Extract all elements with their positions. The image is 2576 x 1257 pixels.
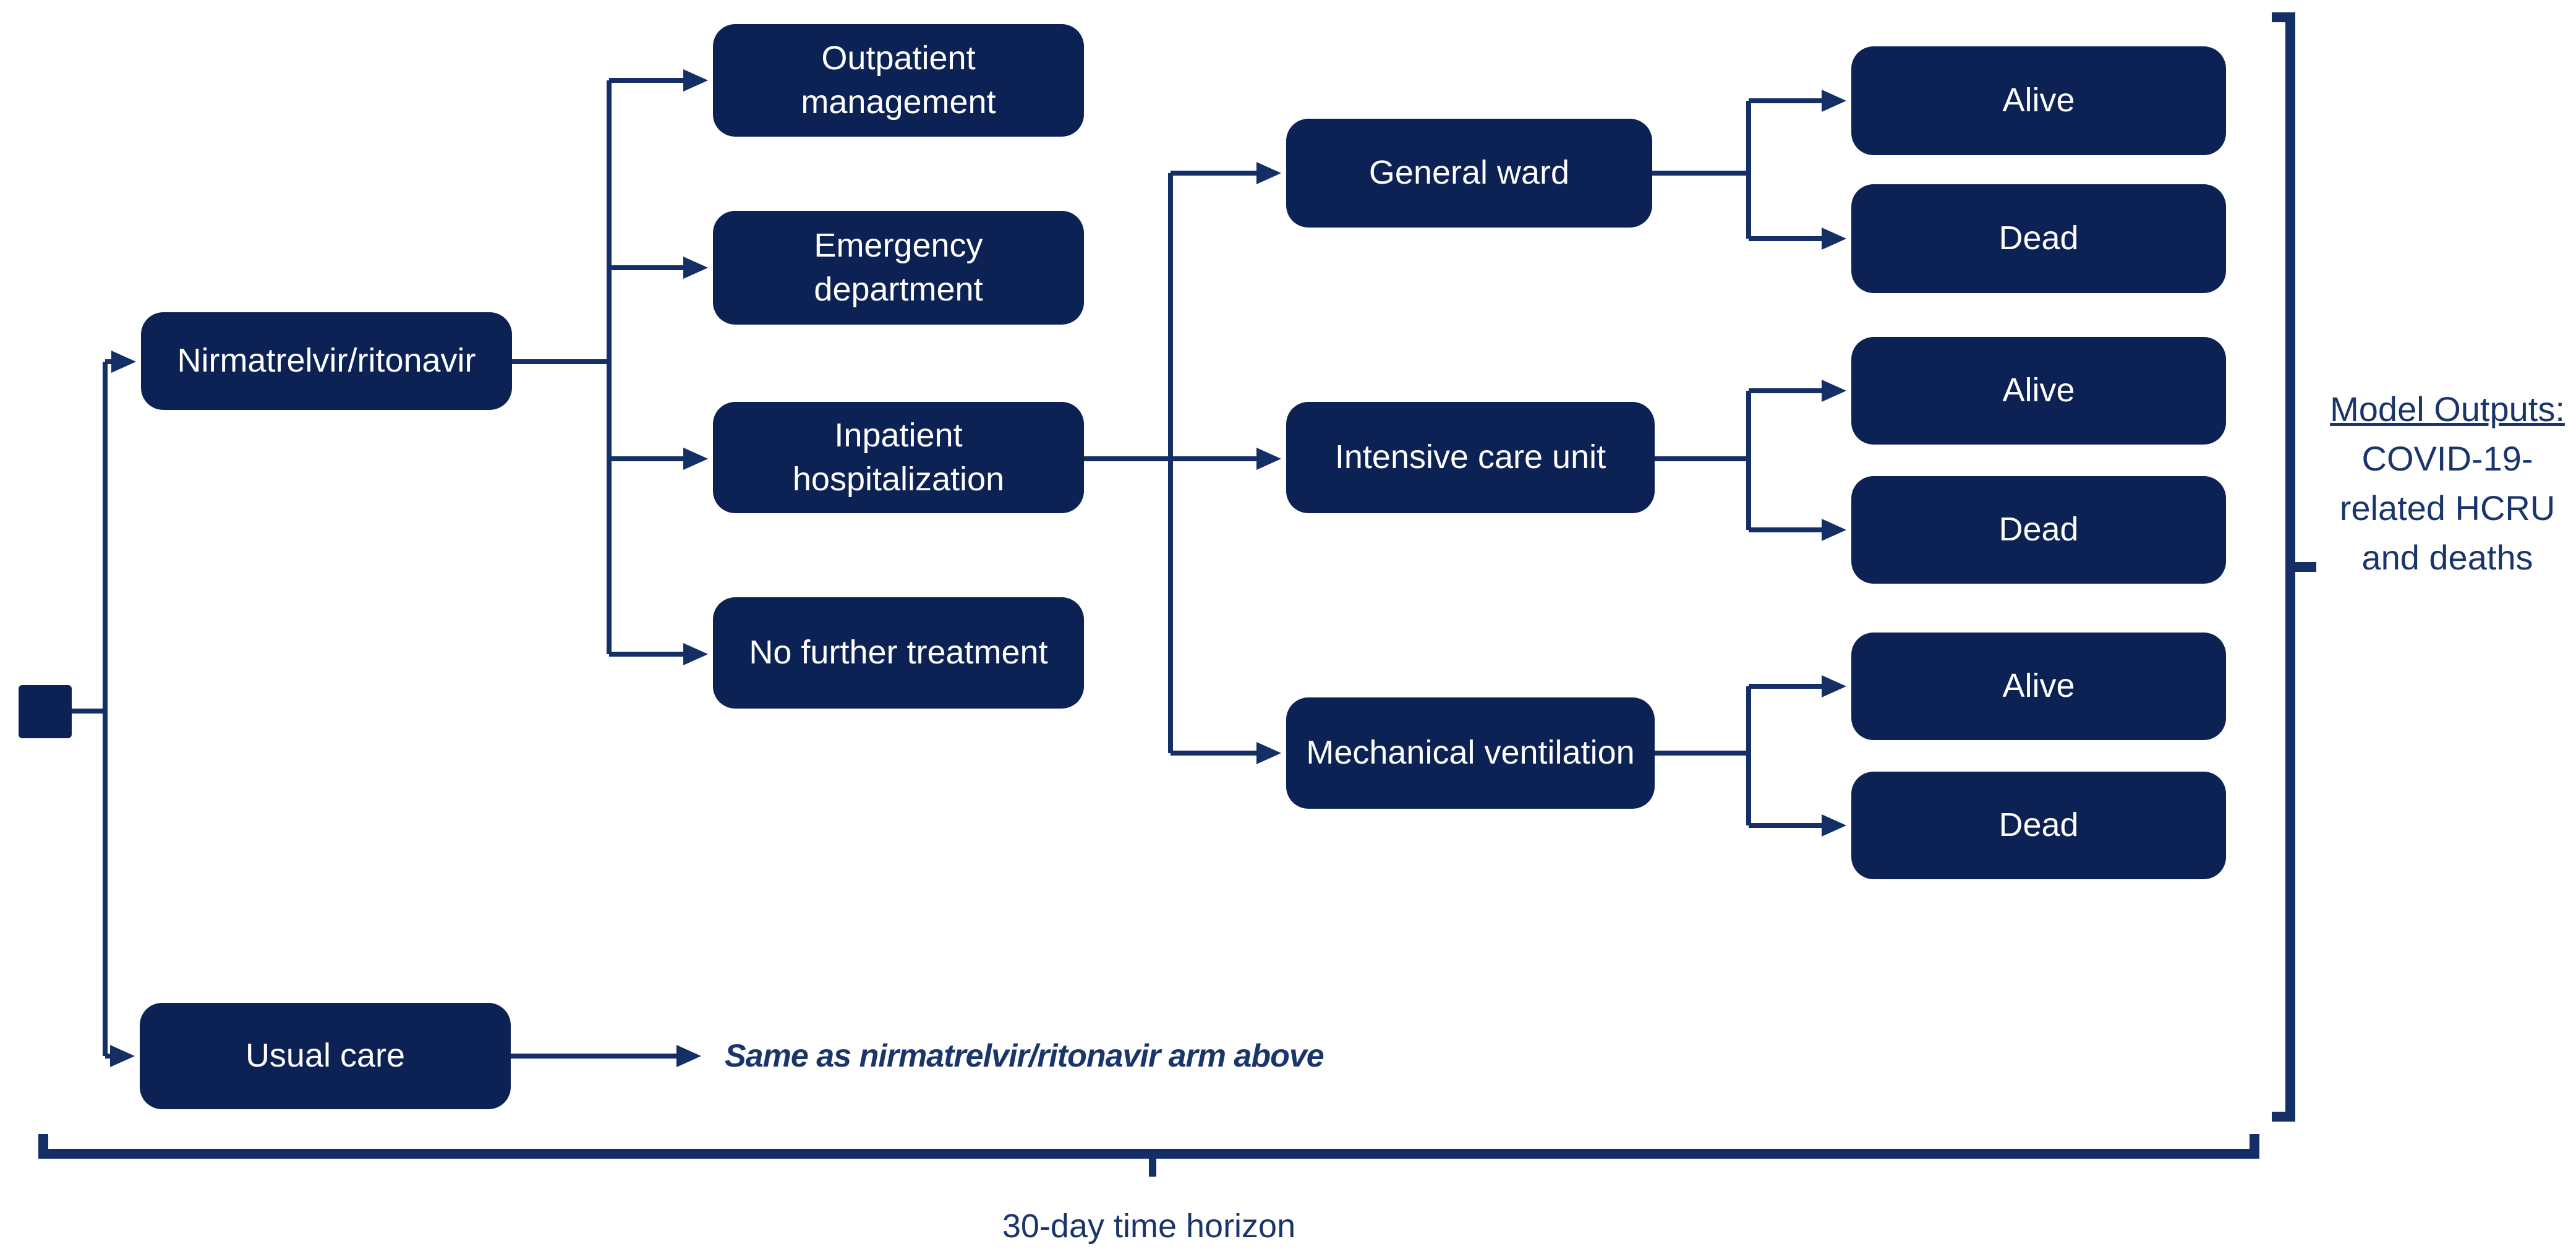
model-outputs-line-1: COVID-19- xyxy=(2361,439,2533,478)
node-mv-alive: Alive xyxy=(1851,633,2226,740)
node-inpatient-hospitalization: Inpatient hospitalization xyxy=(713,402,1084,513)
model-outputs-title: Model Outputs: xyxy=(2330,390,2565,428)
node-mv-dead: Dead xyxy=(1851,772,2226,879)
node-no-further-treatment: No further treatment xyxy=(713,597,1084,709)
node-icu-dead: Dead xyxy=(1851,476,2226,584)
model-outputs-label: Model Outputs: COVID-19- related HCRU an… xyxy=(2319,385,2576,582)
node-usual-care: Usual care xyxy=(140,1003,511,1109)
model-outputs-line-2: related HCRU xyxy=(2339,488,2556,527)
node-intensive-care-unit: Intensive care unit xyxy=(1286,402,1655,513)
node-mechanical-ventilation: Mechanical ventilation xyxy=(1286,697,1655,809)
model-outputs-line-3: and deaths xyxy=(2361,538,2533,577)
node-emergency-department: Emergency department xyxy=(713,211,1084,325)
usual-care-note: Same as nirmatrelvir/ritonavir arm above xyxy=(725,1038,1324,1074)
node-gw-dead: Dead xyxy=(1851,184,2226,293)
node-general-ward: General ward xyxy=(1286,119,1652,228)
bottom-bracket xyxy=(38,1134,2259,1159)
node-outpatient-management: Outpatient management xyxy=(713,24,1084,137)
time-horizon-label: 30-day time horizon xyxy=(1002,1208,1296,1245)
start-node xyxy=(19,685,72,738)
node-nirmatrelvir-ritonavir: Nirmatrelvir/ritonavir xyxy=(141,312,512,410)
node-gw-alive: Alive xyxy=(1851,46,2226,155)
node-icu-alive: Alive xyxy=(1851,337,2226,445)
right-bracket xyxy=(2272,12,2295,1122)
